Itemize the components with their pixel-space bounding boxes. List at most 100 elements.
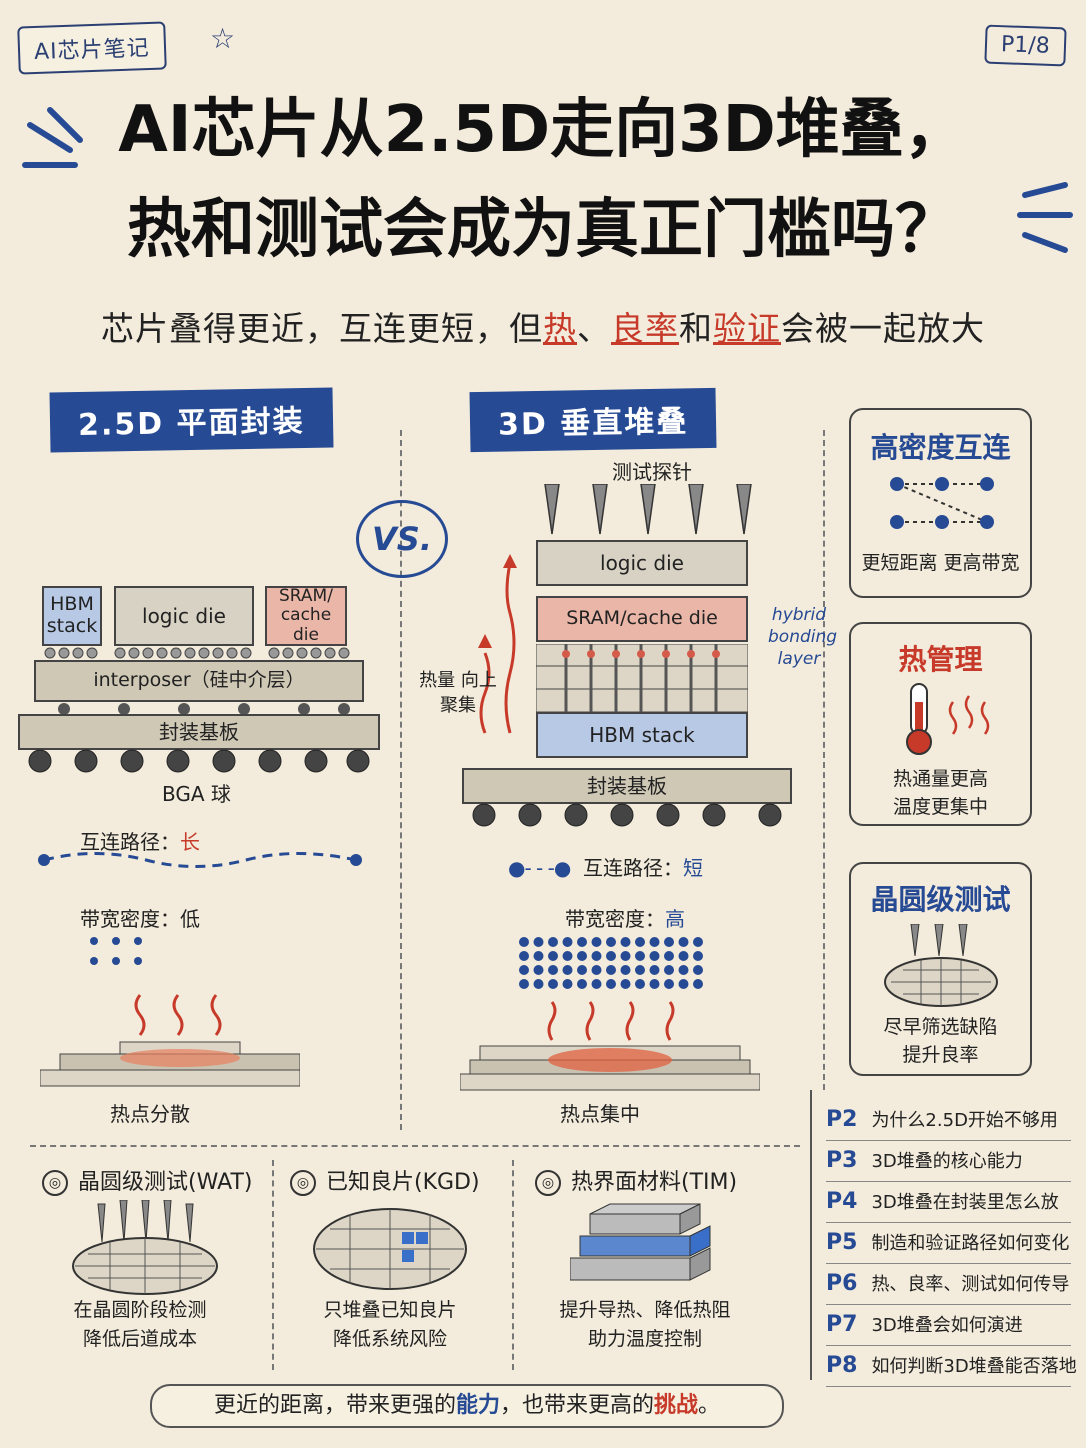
band-3d: 3D 垂直堆叠	[469, 387, 717, 453]
tim-layers-icon	[570, 1203, 711, 1281]
wafer-probe-icon	[884, 924, 998, 1007]
density-dot	[664, 951, 674, 961]
density-dot	[649, 965, 660, 975]
density-dot	[664, 965, 674, 975]
density-dot	[533, 979, 544, 989]
sram-die-3d: SRAM/cache die	[536, 596, 748, 642]
density-dot	[533, 937, 544, 947]
density-dot	[606, 937, 616, 947]
density-dot	[635, 937, 645, 947]
density-dot	[664, 979, 674, 989]
thermometer-icon	[906, 683, 990, 755]
logic-die-box: logic die	[114, 586, 254, 646]
probe-label: 测试探针	[612, 460, 692, 484]
page-title-line2: 热和测试会成为真正门槛吗？	[127, 193, 959, 267]
path-label-mid: ●- - -● 互连路径：短	[508, 856, 703, 880]
density-dot	[533, 965, 544, 975]
bga-balls-row	[28, 749, 370, 773]
bw-label-mid: 带宽密度：高	[565, 907, 685, 931]
density-dot	[519, 979, 529, 989]
card-text-line2: 温度更集中	[892, 796, 988, 818]
density-dot	[591, 979, 602, 989]
density-dot	[620, 951, 631, 961]
page-number: P1/8	[984, 24, 1067, 67]
bottom-text-kgd: 只堆叠已知良片降低系统风险	[323, 1299, 457, 1350]
substrate-3d: 封装基板	[462, 768, 792, 804]
density-dot	[548, 979, 558, 989]
density-dot	[635, 951, 645, 961]
divider-bottom-2	[512, 1160, 514, 1370]
divider-bottom-1	[272, 1160, 274, 1370]
density-dot	[635, 979, 645, 989]
bga-label: BGA 球	[162, 782, 231, 806]
hybrid-bonding-label: hybrid bonding layer	[768, 605, 838, 670]
divider-left	[400, 430, 402, 1130]
bga-balls-3d	[472, 803, 782, 827]
bottom-heading-wat: ◎晶圆级测试(WAT)	[42, 1164, 253, 1196]
density-dot	[693, 979, 703, 989]
density-dot	[664, 937, 674, 947]
footer-banner: 更近的距离，带来更强的能力，也带来更高的挑战。	[150, 1384, 784, 1428]
density-dot	[548, 937, 558, 947]
density-dot	[678, 937, 689, 947]
page-title-line1: AI芯片从2.5D走向3D堆叠，	[118, 93, 968, 167]
dispersed-hotspot-diagram	[40, 994, 300, 1087]
high-density-dots	[519, 937, 703, 989]
logic-die-3d: logic die	[536, 540, 748, 586]
band-2.5d: 2.5D 平面封装	[49, 387, 334, 453]
test-probes-icon	[544, 484, 752, 535]
density-dot	[533, 951, 544, 961]
density-dot	[620, 979, 631, 989]
bottom-heading-tim: ◎热界面材料(TIM)	[535, 1164, 737, 1196]
card-text-line2: 提升良率	[902, 1044, 979, 1066]
known-good-die-wafer-icon	[313, 1208, 467, 1290]
hbm-stack-3d: HBM stack	[536, 712, 748, 758]
hybrid-bonding-stack	[536, 644, 748, 712]
c4-bumps-row	[58, 703, 350, 715]
card-title: 热管理	[898, 643, 983, 676]
hot-dispersed-label: 热点分散	[110, 1102, 190, 1126]
density-dot	[620, 965, 631, 975]
density-dot	[562, 979, 573, 989]
density-dot	[606, 965, 616, 975]
card-wafer-test: 晶圆级测试 尽早筛选缺陷 提升良率	[849, 862, 1032, 1076]
density-dot	[591, 965, 602, 975]
card-title: 晶圆级测试	[870, 883, 1011, 916]
concentrated-hotspot-diagram	[460, 1001, 760, 1091]
density-dot	[693, 965, 703, 975]
bottom-text-tim: 提升导热、降低热阻助力温度控制	[559, 1299, 731, 1350]
density-dot	[606, 979, 616, 989]
density-dot	[562, 951, 573, 961]
hbm-stack-box: HBM stack	[42, 586, 102, 646]
target-icon: ◎	[290, 1170, 316, 1196]
density-dot	[577, 965, 587, 975]
low-density-dots	[90, 937, 142, 965]
long-path-line	[38, 852, 362, 868]
divider-horizontal	[30, 1145, 800, 1147]
density-dot	[519, 951, 529, 961]
target-icon: ◎	[535, 1170, 561, 1196]
sram-cache-box: SRAM/ cache die	[265, 586, 347, 646]
card-text-line1: 尽早筛选缺陷	[883, 1016, 998, 1038]
vs-badge: VS.	[356, 500, 448, 578]
density-dot	[519, 937, 529, 947]
substrate-box: 封装基板	[18, 714, 380, 750]
toc-divider	[810, 1090, 812, 1380]
density-dot	[606, 951, 616, 961]
interposer-box: interposer（硅中介层）	[34, 660, 364, 702]
density-dot	[635, 965, 645, 975]
density-dot	[548, 965, 558, 975]
bottom-text-wat: 在晶圆阶段检测降低后道成本	[73, 1299, 207, 1350]
page-subtitle: 芯片叠得更近，互连更短，但热、良率和验证会被一起放大	[101, 309, 985, 348]
density-dot	[562, 965, 573, 975]
heat-rise-label: 热量 向上聚集	[419, 670, 497, 717]
density-dot	[678, 965, 689, 975]
